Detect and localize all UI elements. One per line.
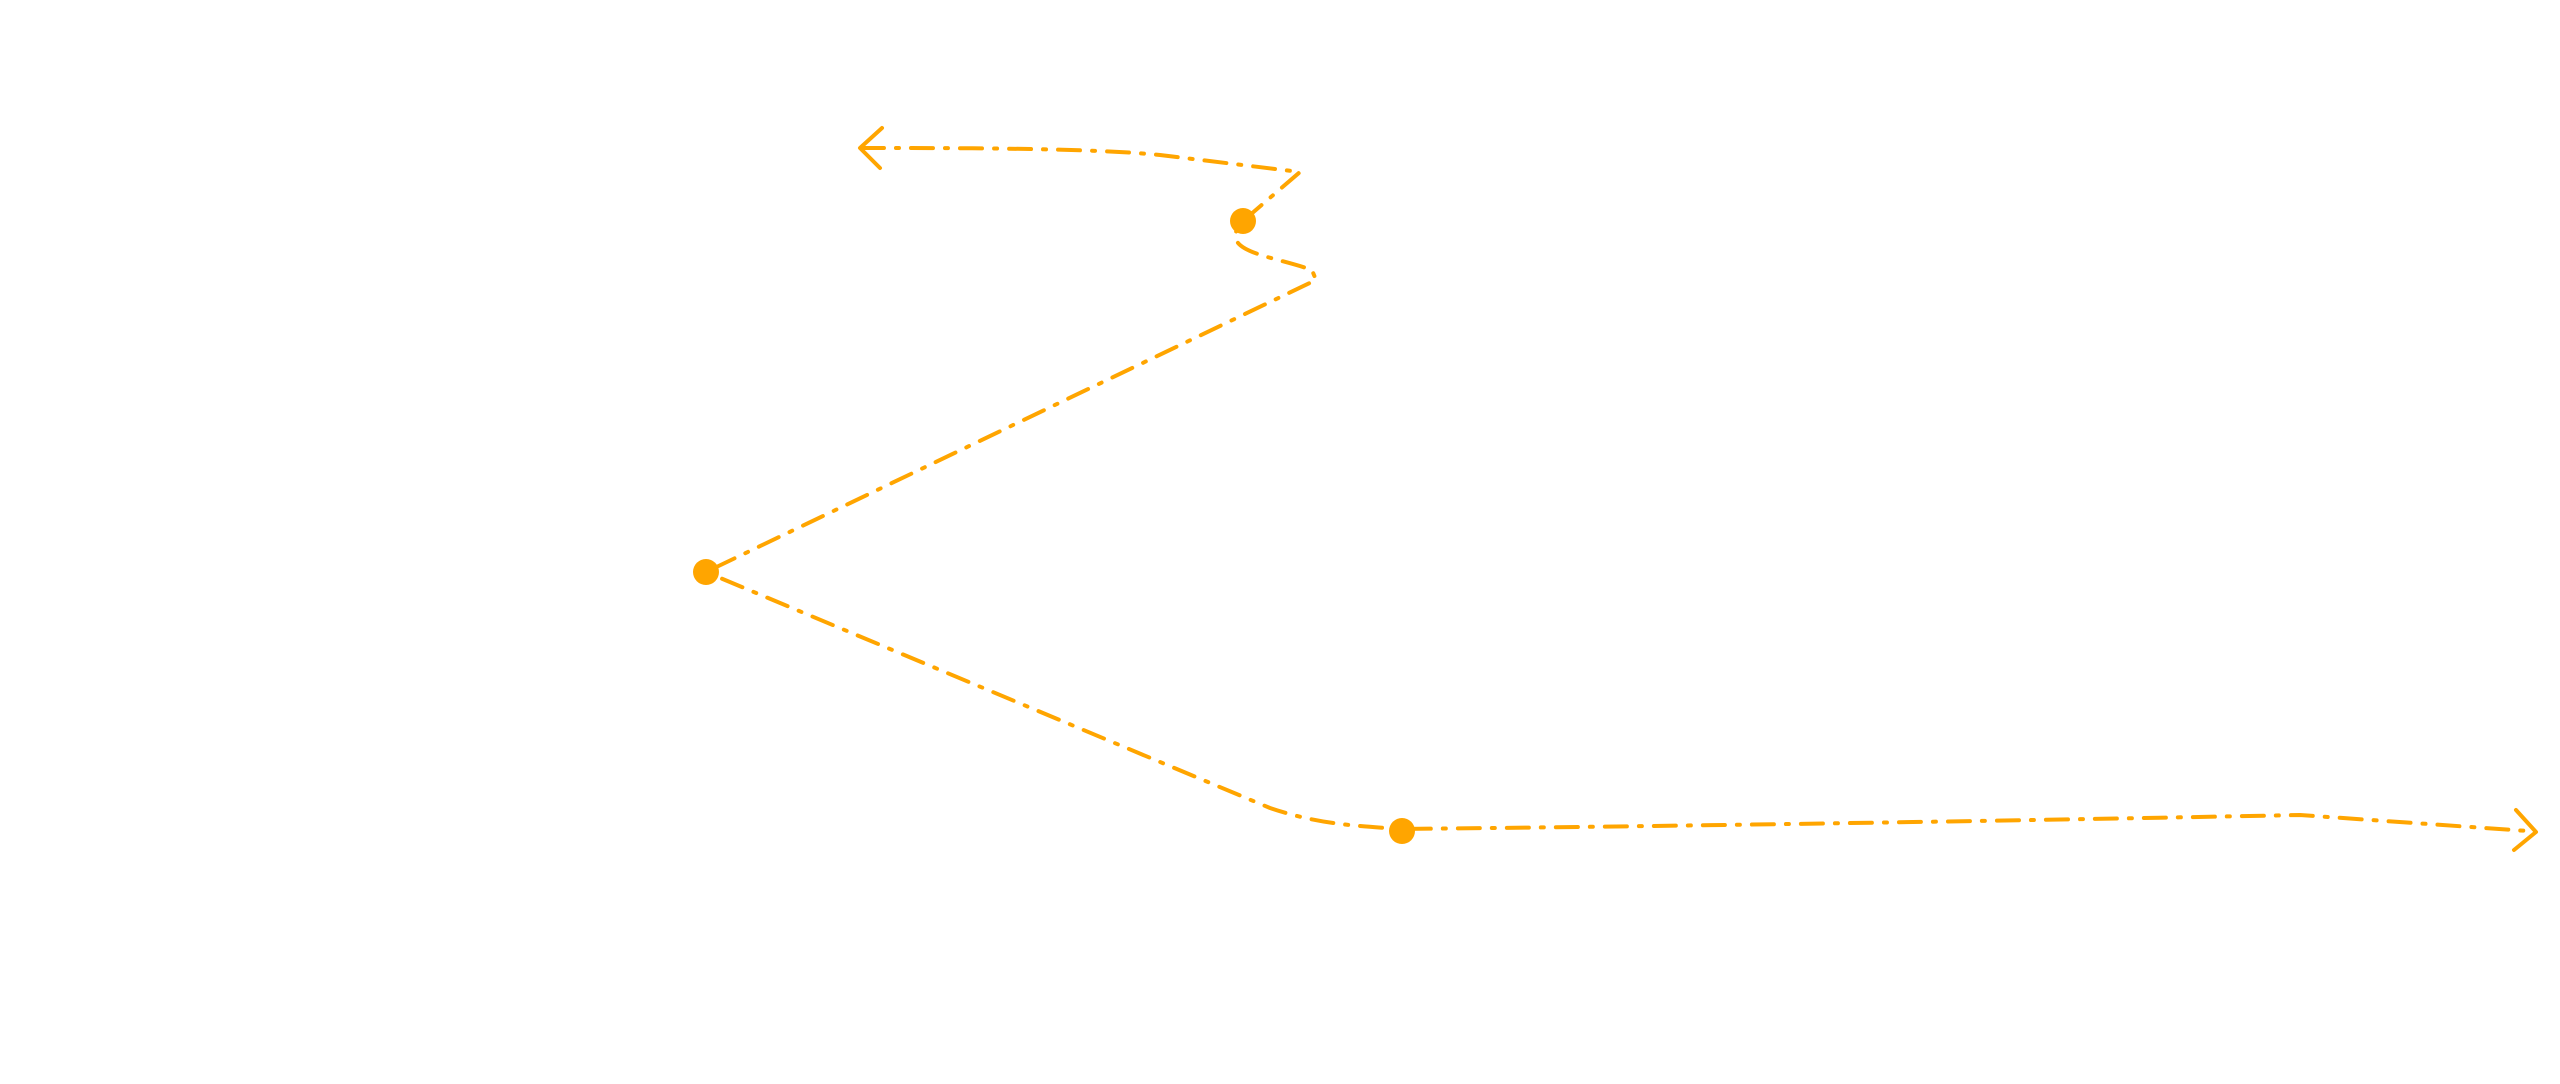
end-arrowhead-icon [2512,808,2538,852]
start-arrowhead-icon [858,126,884,170]
dash-dot-connector-path [704,146,2530,833]
connector-node[interactable] [1230,208,1256,234]
connector-node[interactable] [1389,818,1415,844]
connector-node[interactable] [693,559,719,585]
